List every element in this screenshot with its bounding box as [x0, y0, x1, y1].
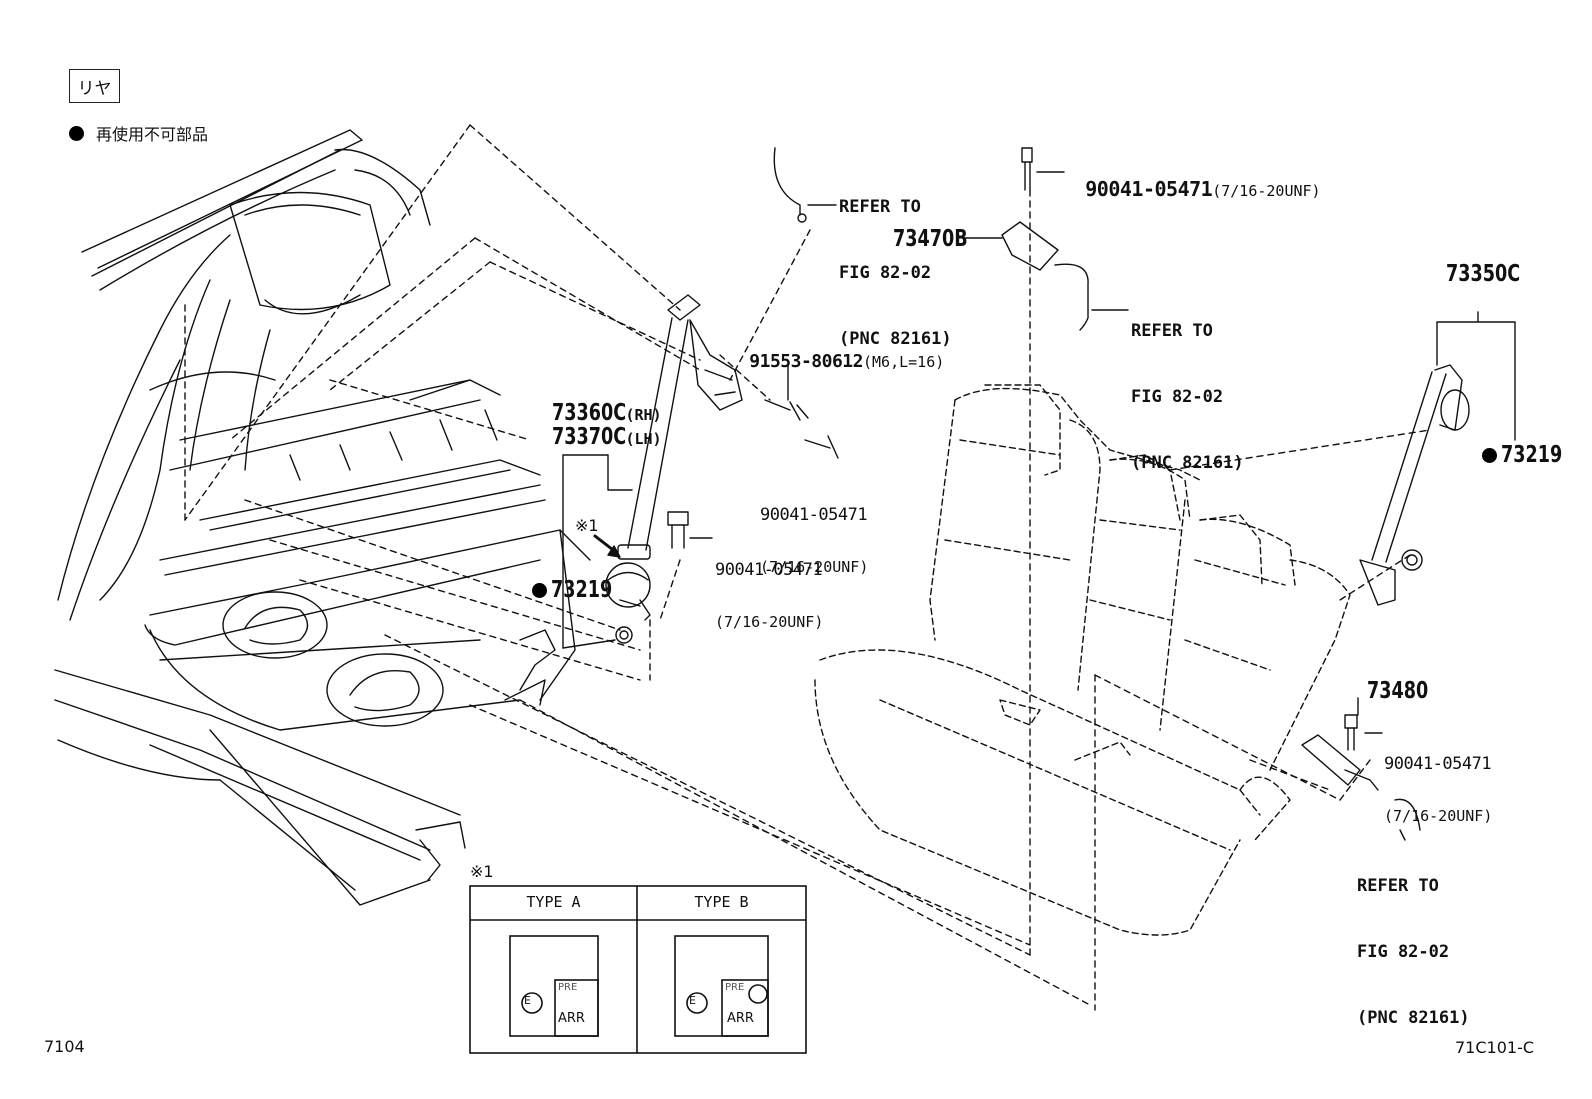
right-seat-belt-drawing — [1359, 311, 1516, 606]
note-mark: ※1 — [575, 516, 599, 535]
type-b-header: TYPE B — [694, 893, 749, 911]
non-reusable-dot-icon — [69, 126, 84, 141]
part-label-73219-left[interactable]: 73219 — [513, 563, 623, 602]
legend: 再使用不可部品 — [69, 121, 208, 145]
part-label-73480[interactable]: 73480 — [1367, 678, 1429, 704]
legend-text: 再使用不可部品 — [96, 125, 209, 144]
type-b-tag-top: PRE — [725, 982, 745, 993]
refer-block-top[interactable]: REFER TO FIG 82-02 (PNC 82161) — [839, 152, 952, 372]
part-label-screw[interactable]: 91553-80612(M6,L=16) — [749, 351, 945, 372]
non-reusable-dot-icon — [1482, 448, 1498, 463]
page-code: 7104 — [44, 1037, 85, 1056]
vehicle-body-drawing — [54, 129, 591, 906]
refer-fig-text: FIG 82-02 — [839, 263, 932, 283]
center-buckle-drawing — [964, 147, 1059, 271]
refer-block-bottom[interactable]: REFER TO FIG 82-02 (PNC 82161) — [1357, 876, 1470, 1028]
rear-seat-drawing — [814, 384, 1351, 936]
part-label-retractor-rh[interactable]: 73360C(RH) — [552, 400, 662, 426]
part-label-73470b[interactable]: 73470B — [893, 226, 968, 252]
part-label-bolt-right[interactable]: 90041-05471 (7/16-20UNF) — [1384, 754, 1493, 825]
figure-code: 71C101-C — [1455, 1038, 1535, 1057]
type-a-header: TYPE A — [526, 893, 581, 911]
right-buckle-drawing — [1301, 697, 1379, 791]
section-box: リヤ — [69, 69, 120, 103]
part-label-73350c[interactable]: 73350C — [1446, 261, 1521, 287]
part-label-bolt-mid[interactable]: 90041-05471 (7/16-20UNF) — [760, 505, 869, 576]
refer-pnc-text: (PNC 82161) — [839, 329, 952, 349]
type-a-tag-bottom: ARR — [558, 1011, 585, 1026]
non-reusable-dot-icon — [532, 583, 548, 598]
type-b-symbol: E — [689, 994, 696, 1007]
type-table-title: ※1 — [470, 862, 494, 881]
type-table-frame — [469, 885, 807, 1054]
part-label-bolt-lower[interactable]: 90041-05471 (7/16-20UNF) — [715, 560, 824, 631]
type-a-symbol: E — [524, 994, 531, 1007]
part-label-bolt-top[interactable]: 90041-05471(7/16-20UNF) — [1085, 177, 1321, 201]
type-b-tag-bottom: ARR — [727, 1011, 754, 1026]
part-label-retractor-lh[interactable]: 73370C(LH) — [552, 424, 662, 450]
type-a-tag-top: PRE — [558, 982, 578, 993]
left-seat-belt-drawing — [605, 294, 839, 644]
dashed-guide-lines — [184, 124, 1431, 1011]
part-label-73219-right[interactable]: 73219 — [1463, 428, 1573, 467]
wire-harness-drawing — [773, 147, 1421, 841]
refer-to-text: REFER TO — [839, 197, 921, 217]
refer-block-middle[interactable]: REFER TO FIG 82-02 (PNC 82161) — [1131, 321, 1244, 473]
